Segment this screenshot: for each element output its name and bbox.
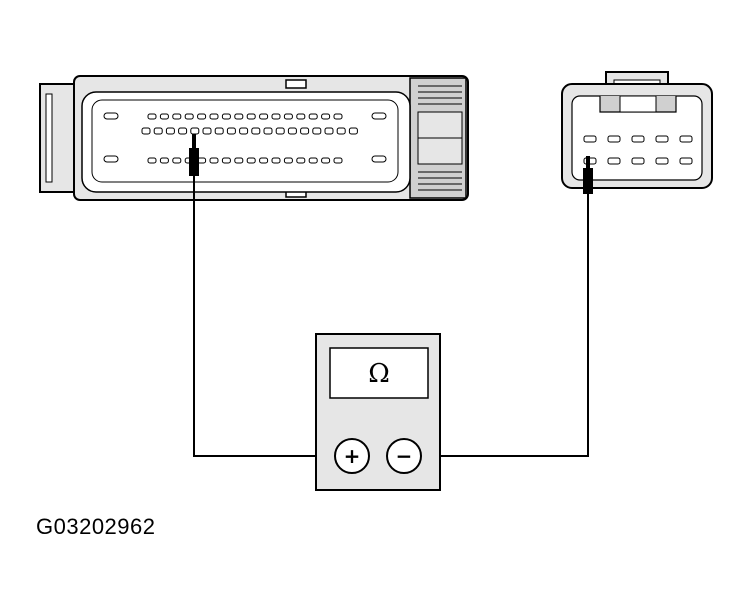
pin-cavity bbox=[336, 127, 346, 135]
pin-cavity bbox=[246, 157, 256, 164]
pin-cavity bbox=[214, 127, 224, 135]
pin-cavity bbox=[655, 135, 669, 143]
pin-cavity bbox=[159, 113, 169, 120]
pin-cavity bbox=[283, 157, 293, 164]
connector-left-flange bbox=[39, 83, 77, 193]
pin-cavity bbox=[141, 127, 151, 135]
pin-cavity bbox=[209, 113, 219, 120]
pin-cavity bbox=[271, 157, 281, 164]
pin-cavity bbox=[251, 127, 261, 135]
pin-cavity bbox=[202, 127, 212, 135]
pin-cavity bbox=[583, 135, 597, 143]
pin-cavity bbox=[308, 157, 318, 164]
pin-cavity bbox=[226, 127, 236, 135]
negative-probe-tip bbox=[583, 168, 593, 194]
pin-cavity bbox=[296, 157, 306, 164]
test-leads bbox=[189, 134, 593, 457]
negative-test-lead bbox=[422, 192, 589, 457]
pin-cavity bbox=[333, 113, 343, 120]
pin-cavity bbox=[234, 113, 244, 120]
ohm-symbol: Ω bbox=[368, 359, 390, 389]
pin-cavity bbox=[159, 157, 169, 164]
pin-cavity bbox=[631, 135, 645, 143]
pin-cavity bbox=[679, 135, 693, 143]
pin-cavity bbox=[172, 157, 182, 164]
positive-test-lead bbox=[193, 176, 332, 457]
ohmmeter: Ω + − bbox=[315, 333, 441, 491]
meter-display bbox=[329, 347, 429, 399]
pin-cavity bbox=[312, 127, 322, 135]
component-pin-cavities bbox=[583, 135, 693, 165]
positive-terminal-label: + bbox=[344, 444, 361, 468]
pin-cavity bbox=[209, 157, 219, 164]
pin-cavity bbox=[296, 113, 306, 120]
pin-cavity bbox=[271, 113, 281, 120]
pin-cavity bbox=[348, 127, 358, 135]
figure-id-label: G03202962 bbox=[36, 514, 156, 539]
positive-terminal bbox=[334, 438, 370, 474]
pin-cavity bbox=[321, 157, 331, 164]
module-pin-cavities bbox=[141, 113, 358, 164]
pin-cavity bbox=[287, 127, 297, 135]
pin-cavity bbox=[221, 157, 231, 164]
pin-cavity bbox=[607, 157, 621, 165]
pin-cavity bbox=[197, 113, 207, 120]
pin-cavity bbox=[239, 127, 249, 135]
pin-cavity bbox=[607, 135, 621, 143]
negative-terminal bbox=[386, 438, 422, 474]
pin-cavity bbox=[147, 157, 157, 164]
pin-cavity bbox=[184, 113, 194, 120]
pin-cavity bbox=[655, 157, 669, 165]
pin-cavity bbox=[333, 157, 343, 164]
pin-cavity bbox=[165, 127, 175, 135]
pin-cavity bbox=[172, 113, 182, 120]
pin-cavity bbox=[259, 113, 269, 120]
pin-cavity bbox=[263, 127, 273, 135]
pin-cavity bbox=[679, 157, 693, 165]
pin-cavity bbox=[221, 113, 231, 120]
pin-cavity bbox=[283, 113, 293, 120]
pin-cavity bbox=[147, 113, 157, 120]
pin-cavity bbox=[259, 157, 269, 164]
pin-cavity bbox=[234, 157, 244, 164]
pin-cavity bbox=[153, 127, 163, 135]
pin-cavity bbox=[178, 127, 188, 135]
pin-cavity bbox=[300, 127, 310, 135]
pin-cavity bbox=[308, 113, 318, 120]
pin-cavity bbox=[246, 113, 256, 120]
component-connector bbox=[561, 71, 713, 189]
connector-face-inner bbox=[91, 99, 399, 183]
pin-cavity bbox=[324, 127, 334, 135]
pin-cavity bbox=[321, 113, 331, 120]
module-connector bbox=[39, 75, 469, 201]
negative-terminal-label: − bbox=[396, 444, 413, 468]
pin-cavity bbox=[275, 127, 285, 135]
pin-cavity bbox=[631, 157, 645, 165]
positive-probe-tip bbox=[189, 148, 199, 176]
pin-cavity bbox=[190, 127, 200, 135]
